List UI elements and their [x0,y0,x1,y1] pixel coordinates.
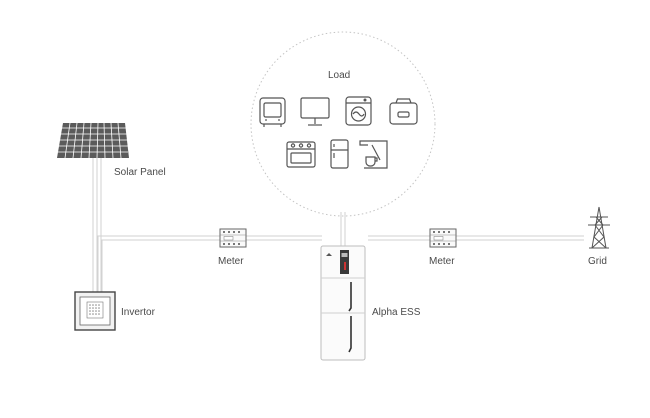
power-tower-icon [588,206,610,249]
battery-storage-icon [320,245,366,361]
invertor-label: Invertor [121,307,155,318]
meter-right-label: Meter [429,256,455,267]
washing-machine-icon [345,96,372,126]
meter-icon-right [429,228,457,248]
ess-label: Alpha ESS [372,307,421,318]
bag-device-icon [389,98,418,125]
solar-panel-label: Solar Panel [114,167,166,178]
meter-icon-left [219,228,247,248]
solar-panel-icon [57,122,129,159]
load-label: Load [328,70,351,81]
microwave-icon [259,97,286,127]
coffee-machine-icon [359,140,388,169]
monitor-icon [300,97,330,126]
load-boundary [250,31,436,217]
grid-label: Grid [588,256,607,267]
wiring [92,158,584,292]
fridge-icon [330,139,349,169]
invertor-icon [74,291,116,331]
oven-icon [286,141,316,168]
meter-left-label: Meter [218,256,244,267]
